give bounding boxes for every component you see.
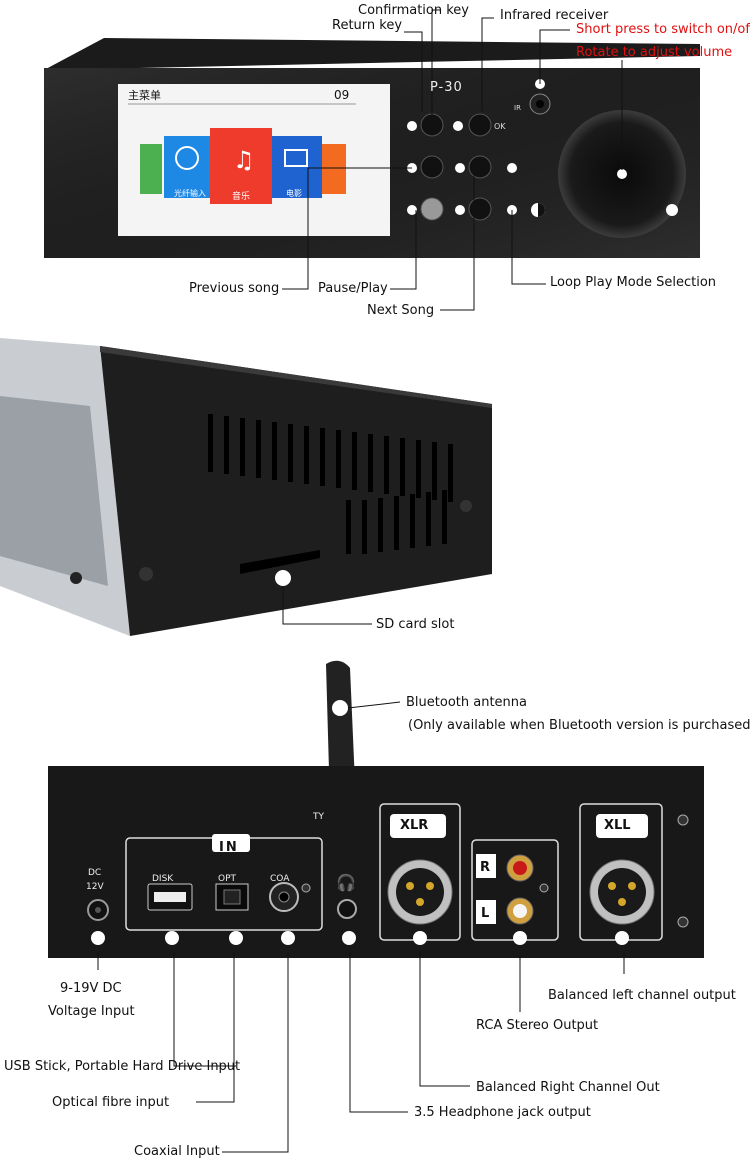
headphone-icon: 🎧 [336, 873, 356, 892]
label-return-key: Return key [332, 18, 403, 33]
headphone-tile-icon [175, 146, 199, 170]
label-balanced-left: Balanced left channel output [548, 988, 736, 1003]
label-infrared-receiver: Infrared receiver [500, 8, 609, 23]
r-mark: R [480, 860, 491, 875]
sd-card-slot [240, 550, 320, 574]
label-bt-note: (Only available when Bluetooth version i… [408, 718, 750, 733]
ty-mark: TY [313, 812, 324, 822]
l-mark: L [481, 906, 490, 921]
headphone-jack [337, 899, 357, 919]
label-headphone-out: 3.5 Headphone jack output [414, 1105, 591, 1120]
label-previous-song: Previous song [189, 281, 280, 296]
tile-play [140, 144, 162, 194]
label-dc-input-1: 9-19V DC [60, 981, 122, 996]
label-next-song: Next Song [367, 303, 435, 318]
film-icon [284, 149, 308, 167]
coa-mark: COA [270, 874, 290, 884]
label-coaxial-input: Coaxial Input [134, 1144, 220, 1159]
front-panel-illustration: ♫ [44, 9, 700, 311]
in-mark: IN [219, 840, 239, 855]
disk-mark: DISK [152, 874, 174, 884]
tile-bluetooth [322, 144, 346, 194]
side-body [100, 346, 492, 636]
label-usb-input: USB Stick, Portable Hard Drive Input [4, 1059, 241, 1074]
label-dc-input-2: Voltage Input [48, 1004, 135, 1019]
dc-mark: DC [88, 868, 102, 878]
tile-music-label: 音乐 [232, 192, 251, 202]
model-name: P-30 [430, 80, 463, 95]
opt-mark: OPT [218, 874, 237, 884]
dc-voltage-mark: 12V [86, 882, 104, 892]
xll-mark: XLL [604, 818, 631, 833]
label-balanced-right: Balanced Right Channel Out [476, 1080, 660, 1095]
ok-mark: OK [494, 122, 506, 131]
ir-mark: IR [514, 104, 521, 112]
tile-optical-label: 光纤输入 [174, 189, 206, 198]
label-pause-play: Pause/Play [318, 281, 388, 296]
tile-movie-label: 电影 [286, 189, 302, 198]
screen-title: 主菜单 [128, 89, 161, 102]
label-sd-slot: SD card slot [376, 617, 455, 632]
side-panel-illustration [0, 338, 492, 636]
label-rca-out: RCA Stereo Output [476, 1018, 599, 1033]
back-panel-illustration: 🎧 [48, 660, 704, 1153]
music-note-icon: ♫ [233, 146, 255, 174]
label-volume-note: Rotate to adjust volume [576, 45, 733, 60]
volume-level: 09 [334, 88, 350, 102]
label-bt-antenna: Bluetooth antenna [406, 695, 527, 710]
label-optical-input: Optical fibre input [52, 1095, 170, 1110]
label-confirmation-key: Confirmation key [358, 3, 469, 18]
back-panel [48, 766, 704, 958]
xlr-mark: XLR [400, 818, 429, 833]
vent-slots [208, 414, 453, 554]
label-power-note: Short press to switch on/off [576, 22, 750, 37]
tile-music [210, 128, 272, 204]
label-loop-mode: Loop Play Mode Selection [550, 275, 717, 290]
